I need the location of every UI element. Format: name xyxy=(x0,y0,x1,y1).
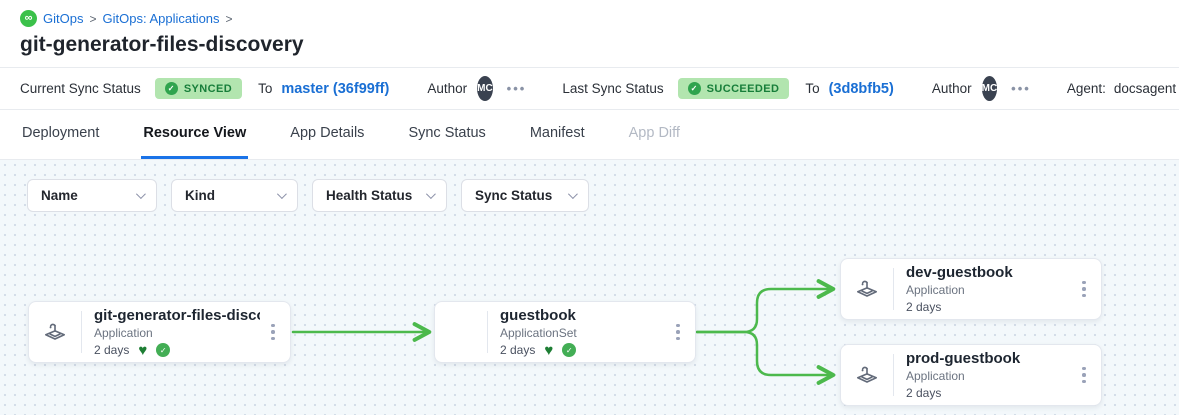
last-more-menu-icon[interactable]: ••• xyxy=(1011,81,1031,96)
divider xyxy=(81,311,82,353)
node-title: prod-guestbook xyxy=(906,350,1021,367)
page-header: ∞ GitOps > GitOps: Applications > git-ge… xyxy=(0,0,1179,57)
tab-sync-status[interactable]: Sync Status xyxy=(408,125,486,141)
node-guestbook[interactable]: guestbook ApplicationSet 2 days ♥ ✓ xyxy=(434,301,696,363)
divider xyxy=(893,354,894,396)
status-bar: Current Sync Status ✓ SYNCED To master (… xyxy=(0,67,1179,110)
health-heart-icon: ♥ xyxy=(138,341,148,359)
current-author-avatar: MC xyxy=(477,76,493,101)
node-prod-guestbook[interactable]: prod-guestbook Application 2 days xyxy=(840,344,1102,406)
tab-deployment[interactable]: Deployment xyxy=(22,125,100,141)
node-dev-guestbook[interactable]: dev-guestbook Application 2 days xyxy=(840,258,1102,320)
filter-name-dropdown[interactable]: Name xyxy=(27,179,157,212)
chevron-down-icon xyxy=(276,189,287,200)
filter-kind-label: Kind xyxy=(185,188,215,203)
filter-sync-status-label: Sync Status xyxy=(475,188,553,203)
tab-app-details[interactable]: App Details xyxy=(290,125,365,141)
divider xyxy=(893,268,894,310)
check-circle-icon: ✓ xyxy=(164,82,178,95)
node-age: 2 days xyxy=(94,343,130,357)
current-sync-status-label: Current Sync Status xyxy=(20,81,141,96)
last-revision-link[interactable]: (3d8bfb5) xyxy=(828,80,894,97)
node-kind: Application xyxy=(906,283,965,297)
last-author-avatar: MC xyxy=(981,76,998,101)
breadcrumb-separator: > xyxy=(225,11,233,26)
node-kebab-menu-icon[interactable] xyxy=(1071,280,1097,298)
current-revision-link[interactable]: master (36f99ff) xyxy=(281,80,390,97)
gitops-logo-icon: ∞ xyxy=(20,10,37,27)
tab-resource-view[interactable]: Resource View xyxy=(141,110,249,159)
node-kind: ApplicationSet xyxy=(500,325,577,340)
page-title: git-generator-files-discovery xyxy=(20,33,304,56)
application-resource-icon xyxy=(856,280,878,297)
filter-bar: Name Kind Health Status Sync Status xyxy=(27,179,589,212)
node-kebab-menu-icon[interactable] xyxy=(260,323,286,341)
tab-manifest[interactable]: Manifest xyxy=(529,125,585,141)
filter-health-status-label: Health Status xyxy=(326,188,413,203)
resource-graph-canvas: Name Kind Health Status Sync Status xyxy=(0,160,1179,415)
current-author-label: Author xyxy=(427,81,468,96)
last-sync-status-label: Last Sync Status xyxy=(562,81,664,96)
application-resource-icon xyxy=(856,366,878,383)
last-to-label: To xyxy=(805,81,820,96)
chevron-down-icon xyxy=(135,189,146,200)
filter-kind-dropdown[interactable]: Kind xyxy=(171,179,298,212)
filter-name-label: Name xyxy=(41,188,78,203)
node-age: 2 days xyxy=(906,300,942,314)
agent-label: Agent: xyxy=(1066,81,1106,96)
sync-check-icon: ✓ xyxy=(156,343,171,357)
synced-badge-label: SYNCED xyxy=(183,82,233,95)
tab-bar: Deployment Resource View App Details Syn… xyxy=(0,110,1179,160)
application-resource-icon xyxy=(44,323,66,340)
agent-value: docsagent xyxy=(1113,81,1177,96)
edge-guestbook-to-prod xyxy=(695,330,836,385)
breadcrumb: ∞ GitOps > GitOps: Applications > xyxy=(20,10,1159,27)
succeeded-status-badge: ✓ SUCCEEDED xyxy=(677,78,790,99)
chevron-down-icon xyxy=(567,189,578,200)
node-age: 2 days xyxy=(500,343,536,357)
node-title: git-generator-files-disco... xyxy=(94,306,260,324)
divider xyxy=(487,311,488,353)
node-kebab-menu-icon[interactable] xyxy=(665,323,691,341)
current-to-label: To xyxy=(258,81,273,96)
node-git-generator-files-discovery[interactable]: git-generator-files-disco... Application… xyxy=(28,301,291,363)
chevron-down-icon xyxy=(425,189,436,200)
breadcrumb-gitops[interactable]: GitOps xyxy=(43,11,84,26)
node-age: 2 days xyxy=(906,386,942,400)
node-kind: Application xyxy=(906,369,965,383)
current-more-menu-icon[interactable]: ••• xyxy=(506,81,527,96)
succeeded-badge-label: SUCCEEDED xyxy=(706,82,780,95)
synced-status-badge: ✓ SYNCED xyxy=(154,78,243,99)
tab-app-diff[interactable]: App Diff xyxy=(628,125,680,141)
breadcrumb-applications[interactable]: GitOps: Applications xyxy=(102,11,220,26)
node-kebab-menu-icon[interactable] xyxy=(1071,366,1097,384)
edge-guestbook-to-dev xyxy=(695,279,836,334)
last-author-label: Author xyxy=(931,81,972,96)
breadcrumb-separator: > xyxy=(89,11,97,26)
node-title: guestbook xyxy=(500,306,576,324)
sync-check-icon: ✓ xyxy=(562,343,577,357)
filter-sync-status-dropdown[interactable]: Sync Status xyxy=(461,179,589,212)
health-heart-icon: ♥ xyxy=(544,341,554,359)
filter-health-status-dropdown[interactable]: Health Status xyxy=(312,179,447,212)
check-circle-icon: ✓ xyxy=(687,82,701,95)
node-kind: Application xyxy=(94,325,153,340)
node-title: dev-guestbook xyxy=(906,264,1013,281)
